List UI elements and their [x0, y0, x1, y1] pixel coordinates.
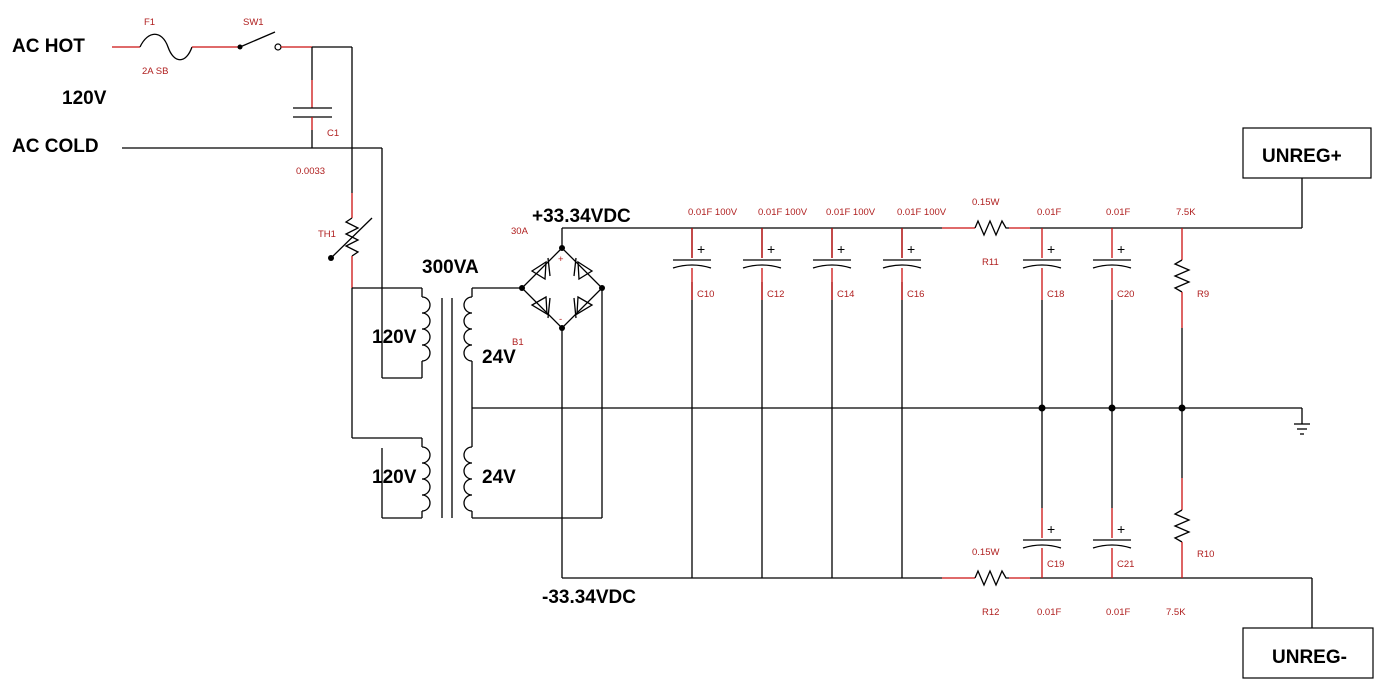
capacitor-c14: + 0.01F 100V C14	[812, 207, 876, 578]
c16-ref: C16	[907, 289, 924, 300]
c18-value: 0.01F	[1037, 207, 1061, 218]
switch-ref: SW1	[243, 17, 264, 28]
c10-plus: +	[697, 241, 705, 257]
bridge-value: 30A	[511, 226, 529, 237]
r11-value: 0.15W	[972, 197, 999, 208]
c1-ref: C1	[327, 128, 339, 139]
c20-ref: C20	[1117, 289, 1134, 300]
secondary-top-label: 24V	[482, 347, 516, 368]
r9-ref: R9	[1197, 289, 1209, 300]
transformer: 120V 120V 24V 24V	[352, 287, 602, 519]
capacitor-c19: + C19 0.01F	[1022, 408, 1064, 618]
bridge-minus: -	[559, 314, 562, 325]
c21-plus: +	[1117, 521, 1125, 537]
primary-top-label: 120V	[372, 327, 417, 348]
r9-value: 7.5K	[1176, 207, 1196, 218]
r10-value: 7.5K	[1166, 607, 1186, 618]
r11-ref: R11	[982, 257, 999, 268]
c1-value: 0.0033	[296, 166, 325, 177]
bridge-plus: +	[558, 254, 564, 265]
diode-3	[530, 295, 551, 319]
capacitor-c20: + 0.01F C20	[1092, 207, 1134, 408]
fuse-f1: F1 2A SB	[139, 17, 240, 77]
capacitor-c18: + 0.01F C18	[1022, 207, 1064, 408]
c19-ref: C19	[1047, 559, 1064, 570]
r12-value: 0.15W	[972, 547, 999, 558]
c21-ref: C21	[1117, 559, 1134, 570]
c19-plus: +	[1047, 521, 1055, 537]
unreg-plus-label: UNREG+	[1262, 146, 1342, 167]
c20-plus: +	[1117, 241, 1125, 257]
c20-value: 0.01F	[1106, 207, 1130, 218]
unreg-minus-label: UNREG-	[1272, 647, 1347, 668]
unreg-minus-terminal: UNREG-	[1242, 627, 1374, 679]
c12-plus: +	[767, 241, 775, 257]
primary-bottom-label: 120V	[372, 467, 417, 488]
resistor-r11: 0.15W R11	[972, 197, 1009, 268]
capacitor-c1: C1 0.0033	[293, 47, 339, 177]
th1-ref: TH1	[318, 229, 336, 240]
r10-ref: R10	[1197, 549, 1214, 560]
secondary-bottom-label: 24V	[482, 467, 516, 488]
c21-value: 0.01F	[1106, 607, 1130, 618]
c10-value: 0.01F 100V	[688, 207, 738, 218]
thermistor-th1: TH1	[318, 193, 373, 288]
c16-value: 0.01F 100V	[897, 207, 947, 218]
c19-value: 0.01F	[1037, 607, 1061, 618]
diode-2	[573, 257, 594, 281]
ground-symbol-icon	[1294, 423, 1310, 435]
line-voltage-label: 120V	[62, 88, 107, 109]
diode-1	[530, 257, 551, 281]
c10-ref: C10	[697, 289, 714, 300]
junction-dot	[1178, 404, 1186, 412]
resistor-r10: R10 7.5K	[1166, 408, 1214, 618]
transformer-rating-label: 300VA	[422, 257, 479, 278]
ac-cold-label: AC COLD	[12, 136, 99, 157]
fuse-ref: F1	[144, 17, 155, 28]
capacitor-c10: + 0.01F 100V C10	[672, 207, 738, 578]
bridge-ref: B1	[512, 337, 524, 348]
bridge-rectifier-b1: + - 30A B1	[511, 226, 605, 348]
resistor-r9: 7.5K R9	[1173, 207, 1209, 408]
r12-ref: R12	[982, 607, 999, 618]
capacitor-c12: + 0.01F 100V C12	[742, 207, 808, 578]
switch-sw1: SW1	[237, 17, 312, 51]
c14-ref: C14	[837, 289, 854, 300]
ac-hot-label: AC HOT	[12, 36, 85, 57]
capacitor-c21: + C21 0.01F	[1092, 408, 1134, 618]
positive-rail-label: +33.34VDC	[532, 206, 631, 227]
junction-dot	[1108, 404, 1116, 412]
diode-4	[573, 295, 594, 319]
c14-plus: +	[837, 241, 845, 257]
negative-rail-label: -33.34VDC	[542, 587, 636, 608]
junction-dot	[1038, 404, 1046, 412]
c12-value: 0.01F 100V	[758, 207, 808, 218]
c18-ref: C18	[1047, 289, 1064, 300]
c12-ref: C12	[767, 289, 784, 300]
resistor-r12: 0.15W R12	[972, 547, 1009, 618]
fuse-value: 2A SB	[142, 66, 168, 77]
c16-plus: +	[907, 241, 915, 257]
unreg-plus-terminal: UNREG+	[1242, 127, 1372, 179]
c18-plus: +	[1047, 241, 1055, 257]
capacitor-c16: + 0.01F 100V C16	[882, 207, 947, 578]
c14-value: 0.01F 100V	[826, 207, 876, 218]
